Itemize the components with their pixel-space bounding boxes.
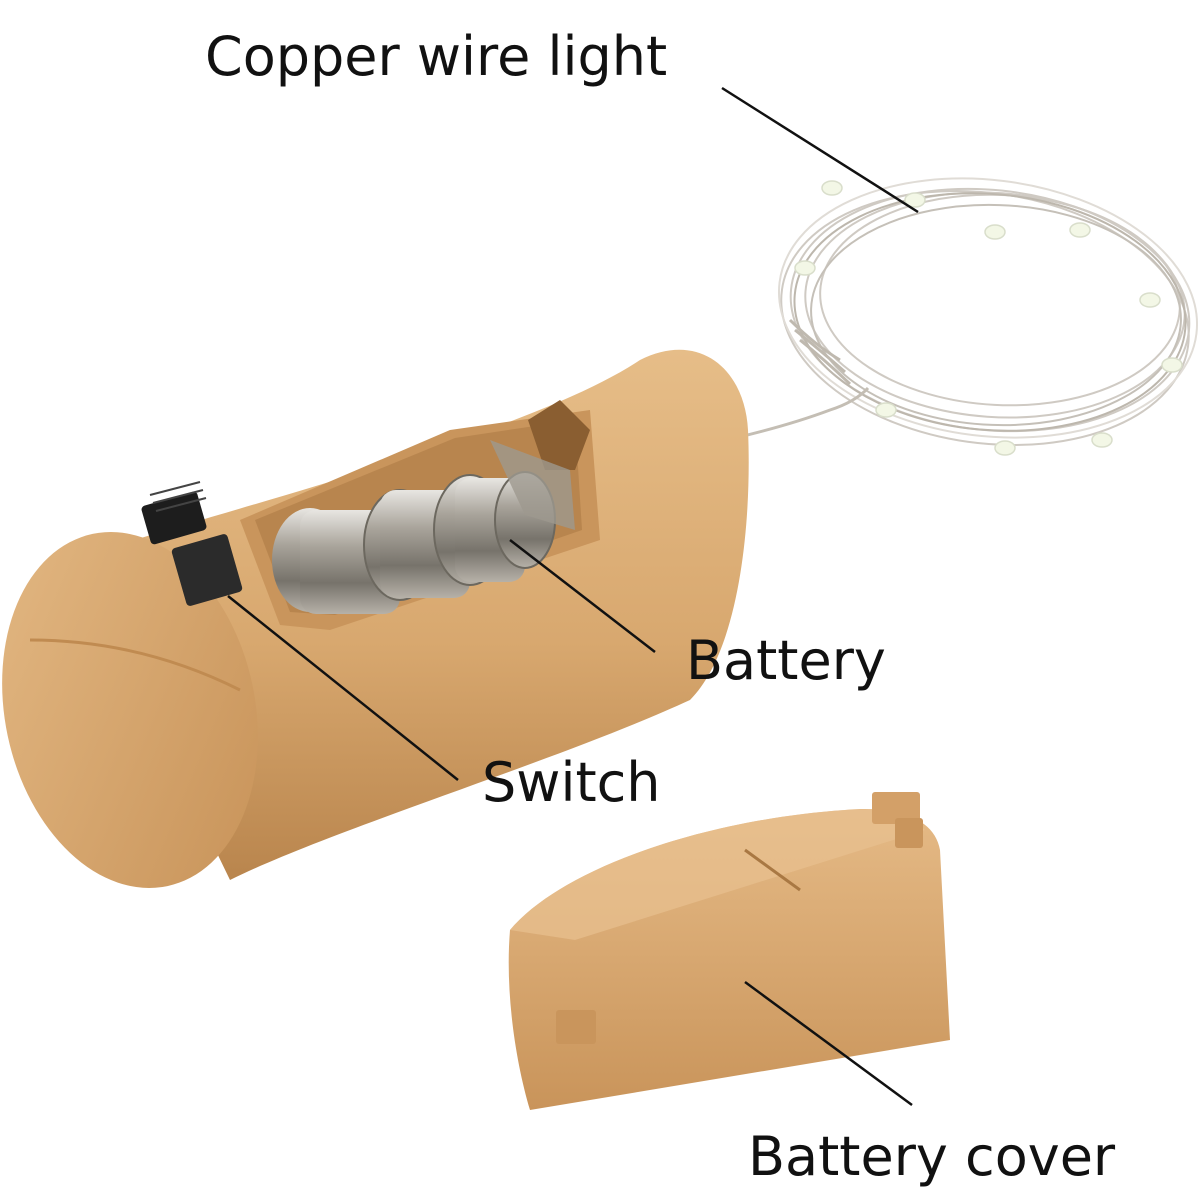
cork-battery-holder <box>2 349 749 888</box>
wire-bundle-knot <box>788 318 852 386</box>
leader-line-copper <box>721 86 919 214</box>
slide-switch <box>141 481 243 606</box>
leader-line-cover <box>744 980 913 1107</box>
leader-lines <box>227 86 919 1107</box>
leader-line-switch <box>227 595 459 781</box>
cork-end-cap <box>2 532 258 888</box>
label-battery: Battery <box>686 629 886 692</box>
lead-wire <box>734 386 870 440</box>
battery-cover <box>508 792 950 1110</box>
cover-tab-side <box>556 1010 596 1044</box>
label-switch: Switch <box>482 751 661 814</box>
housing-slot <box>528 400 590 470</box>
led-beads <box>794 180 1183 456</box>
leader-line-battery <box>509 539 656 653</box>
label-battery-cover: Battery cover <box>748 1125 1116 1188</box>
cover-tab-top <box>872 792 920 824</box>
copper-wire-light-coil <box>777 177 1199 447</box>
label-copper-wire-light: Copper wire light <box>205 25 668 88</box>
button-cell-batteries <box>272 440 575 614</box>
